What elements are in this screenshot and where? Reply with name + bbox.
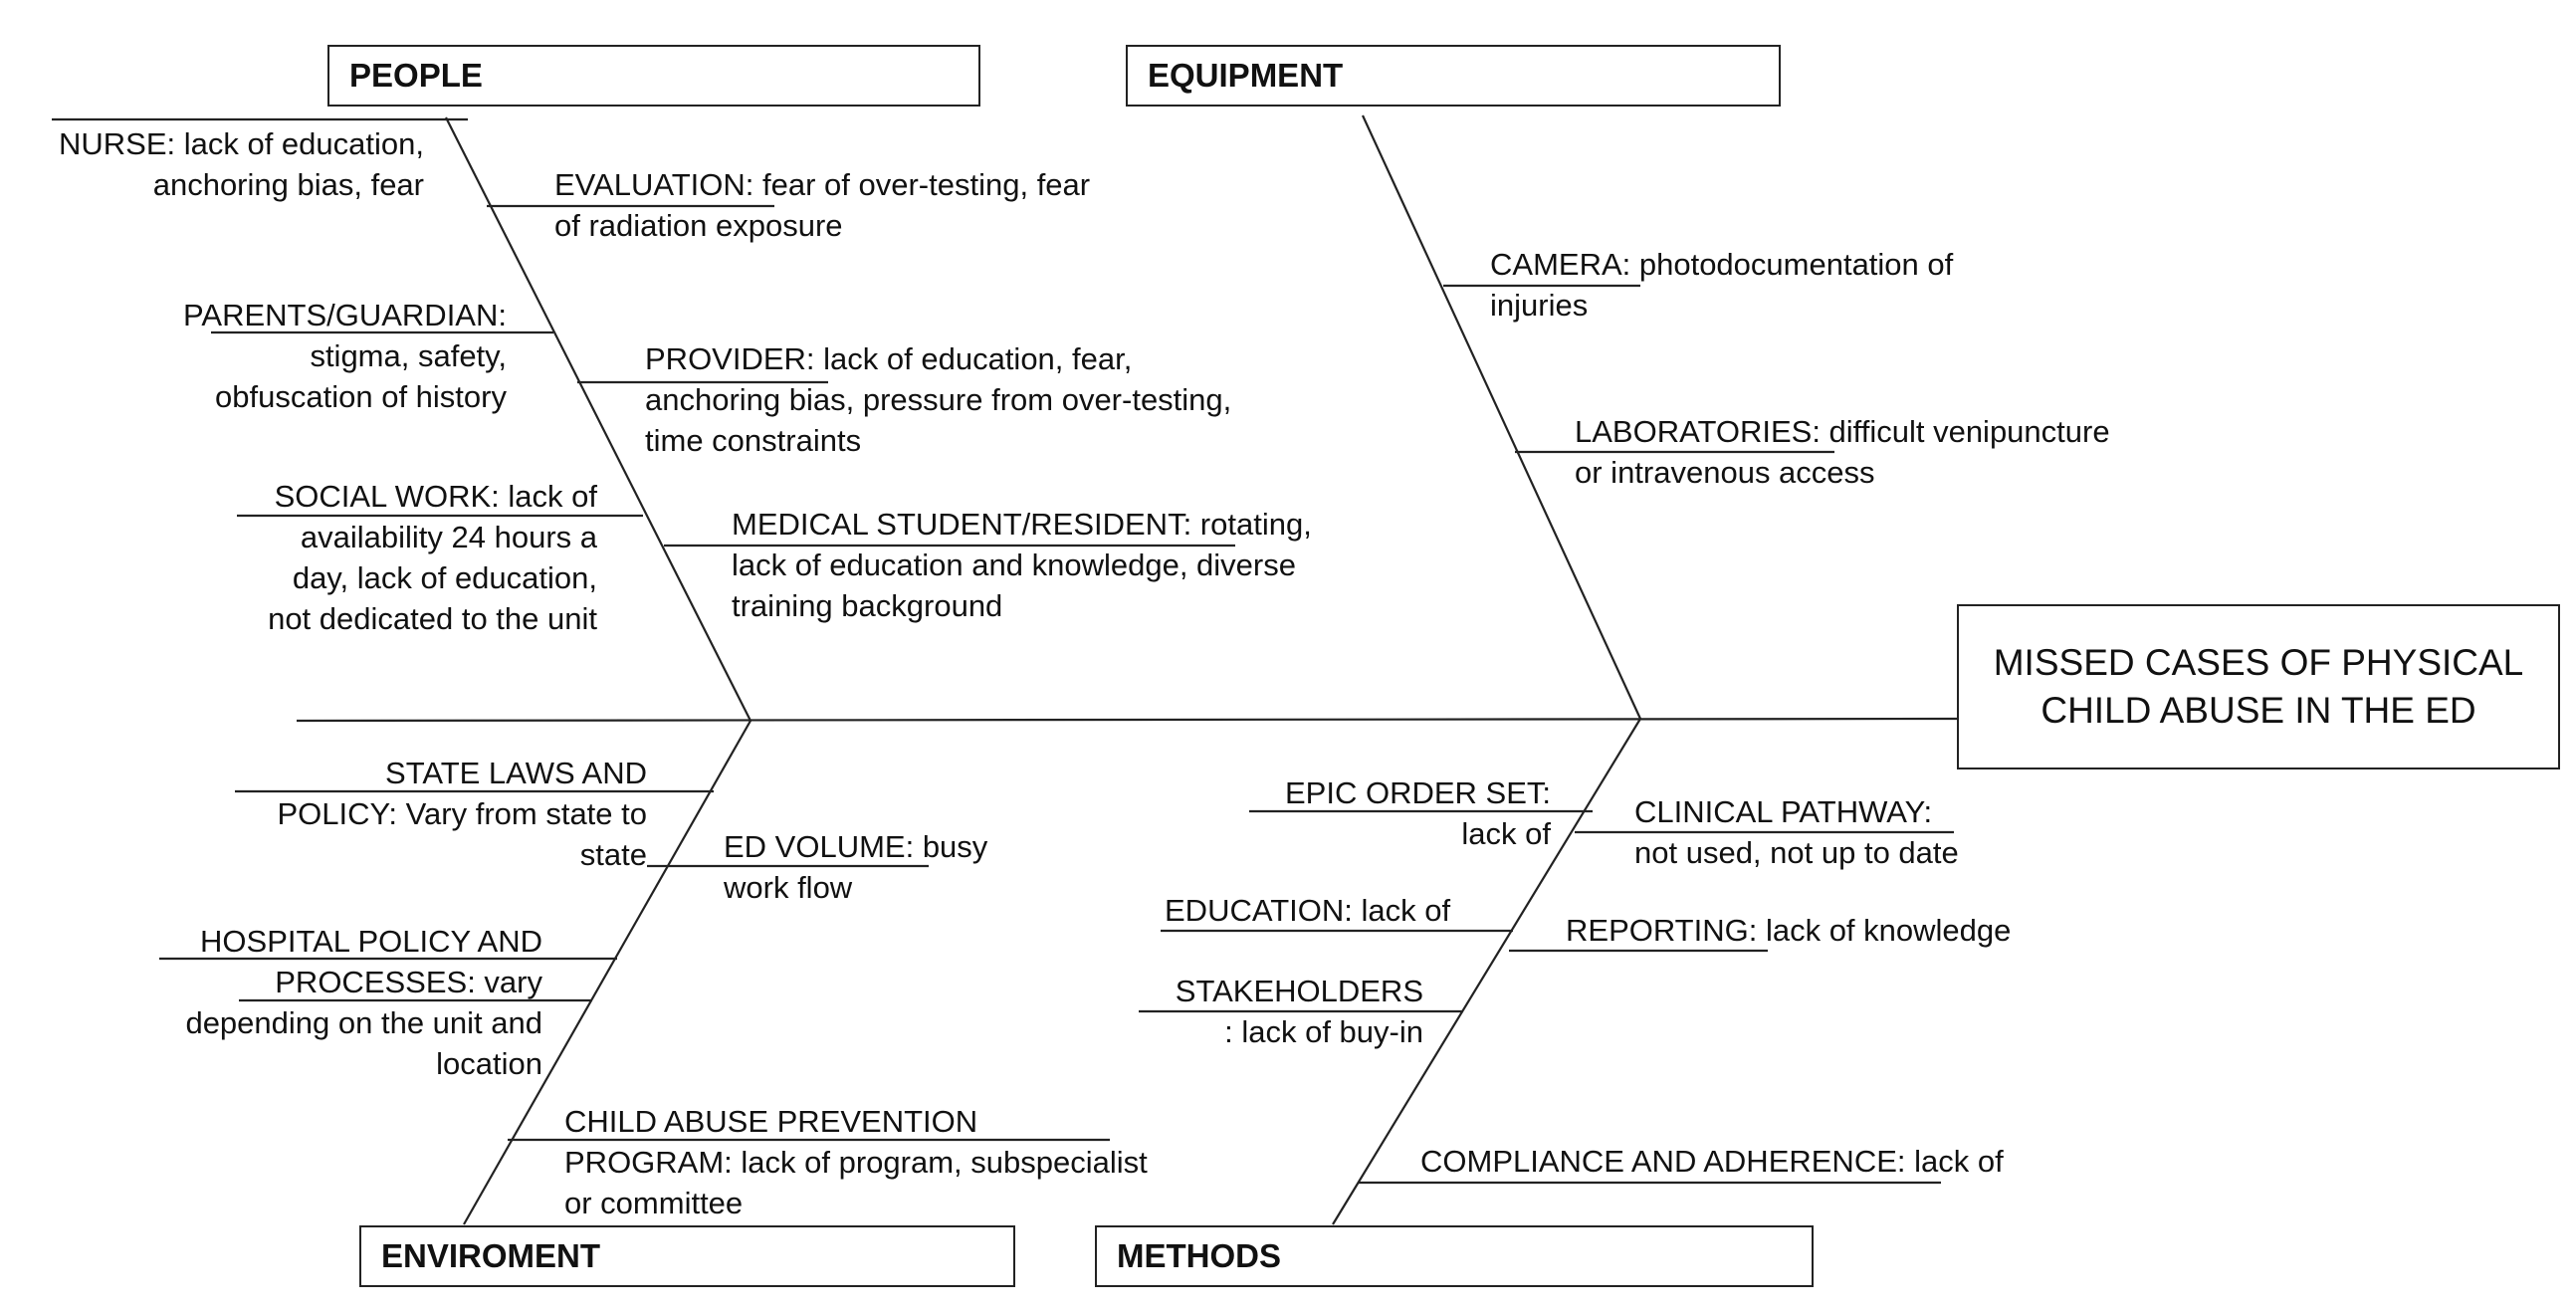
cause-hospital-policy: HOSPITAL POLICY AND PROCESSES: vary depe… <box>185 924 542 1081</box>
cause-epic-order-set: EPIC ORDER SET: lack of <box>1285 775 1551 851</box>
cause-state-laws: STATE LAWS AND POLICY: Vary from state t… <box>277 756 647 872</box>
bone-people <box>445 116 751 722</box>
cause-social-work: SOCIAL WORK: lack of availability 24 hou… <box>268 479 597 636</box>
cause-provider: PROVIDER: lack of education, fear, ancho… <box>645 341 1232 458</box>
cause-compliance: COMPLIANCE AND ADHERENCE: lack of <box>1420 1144 2004 1179</box>
bone-equipment <box>1362 114 1641 720</box>
category-equipment: EQUIPMENT <box>1126 45 1781 107</box>
category-people: PEOPLE <box>327 45 980 107</box>
cause-ed-volume: ED VOLUME: busy work flow <box>724 829 988 905</box>
category-environment: ENVIROMENT <box>359 1225 1015 1287</box>
cause-reporting: REPORTING: lack of knowledge <box>1566 913 2012 948</box>
cause-medical-student-resident: MEDICAL STUDENT/RESIDENT: rotating, lack… <box>732 507 1312 623</box>
cause-nurse: NURSE: lack of education, anchoring bias… <box>58 126 424 202</box>
effect-box: MISSED CASES OF PHYSICAL CHILD ABUSE IN … <box>1957 604 2560 769</box>
cause-parents-guardian: PARENTS/GUARDIAN: stigma, safety, obfusc… <box>183 298 507 414</box>
effect-text: MISSED CASES OF PHYSICAL CHILD ABUSE IN … <box>1993 642 2524 731</box>
cause-education: EDUCATION: lack of <box>1165 893 1451 928</box>
category-methods: METHODS <box>1095 1225 1814 1287</box>
cause-laboratories: LABORATORIES: difficult venipuncture or … <box>1575 414 2110 490</box>
cause-child-abuse-program: CHILD ABUSE PREVENTION PROGRAM: lack of … <box>564 1104 1148 1220</box>
cause-clinical-pathway: CLINICAL PATHWAY: not used, not up to da… <box>1634 794 1959 870</box>
cause-camera: CAMERA: photodocumentation of injuries <box>1490 247 1954 323</box>
spine <box>296 717 1958 723</box>
cause-evaluation: EVALUATION: fear of over-testing, fear o… <box>554 167 1091 243</box>
cause-stakeholders: STAKEHOLDERS : lack of buy-in <box>1175 974 1423 1049</box>
bone-methods <box>1332 718 1641 1225</box>
